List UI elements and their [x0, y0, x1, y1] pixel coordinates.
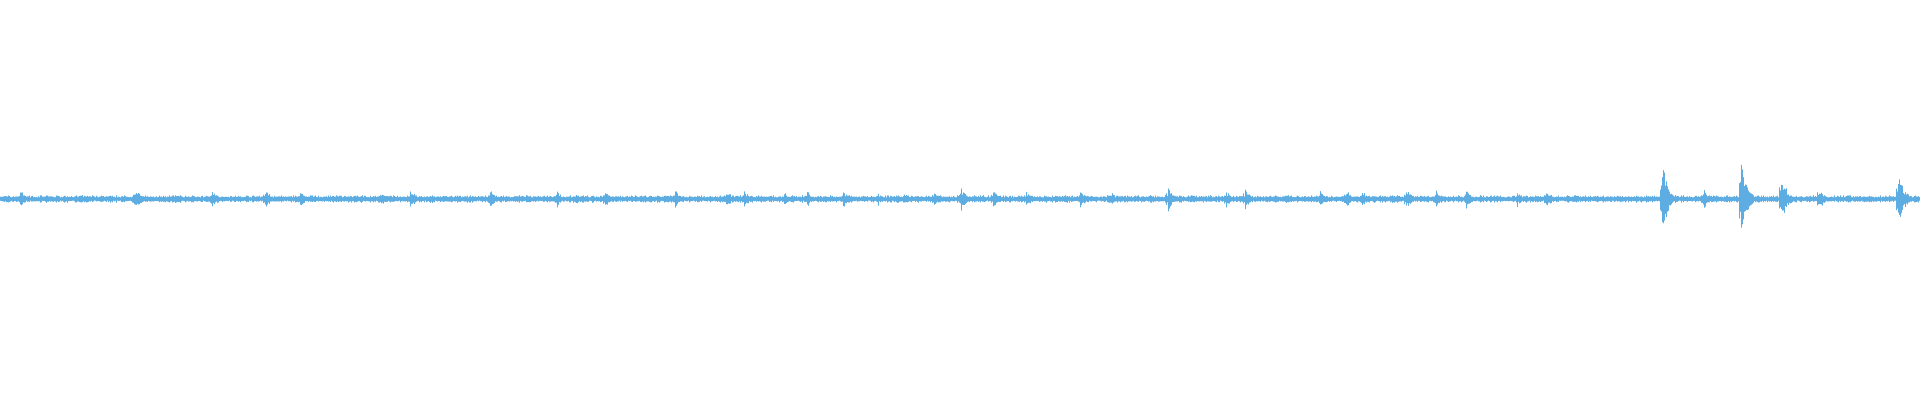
waveform-bars: [0, 164, 1920, 228]
